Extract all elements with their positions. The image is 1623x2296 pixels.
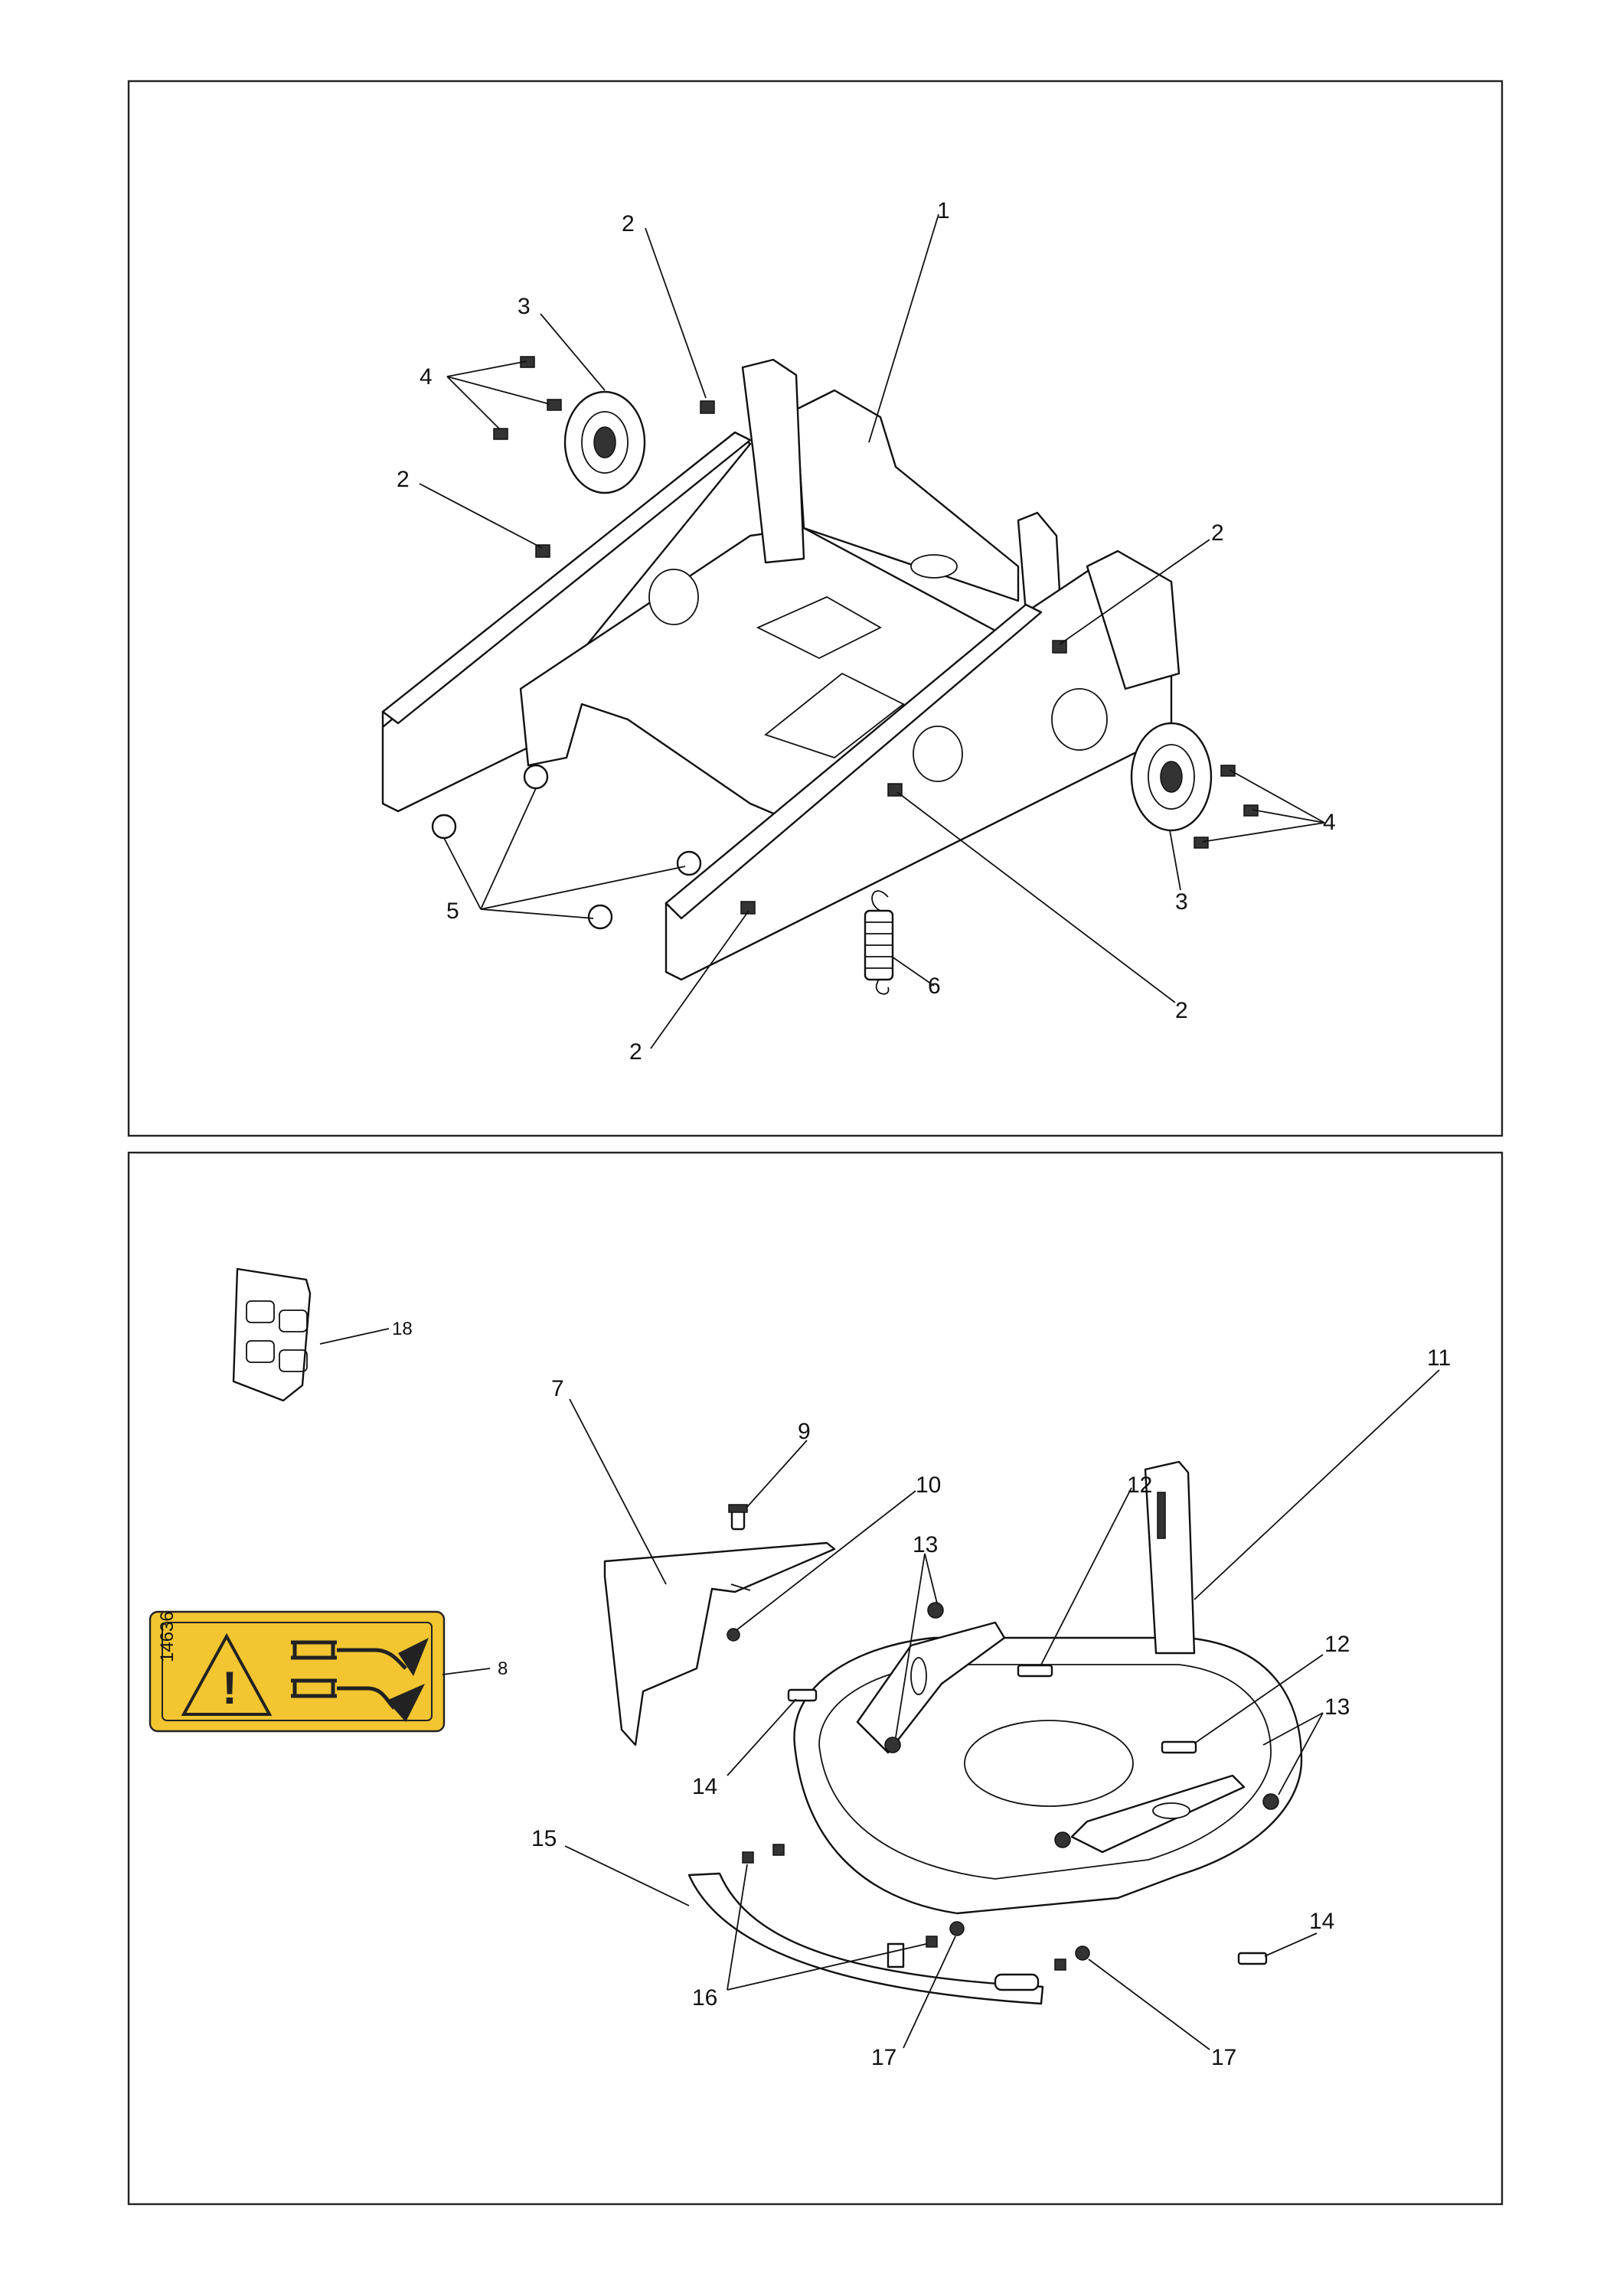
label-13-right: 13 — [1324, 1694, 1350, 1720]
decal-code: 14636 — [157, 1611, 178, 1662]
decal-inner-border — [162, 1622, 433, 1721]
hand-blade-icon-2 — [291, 1678, 396, 1710]
left-bearing-hole — [648, 569, 699, 625]
chassis-frame — [381, 358, 1181, 981]
label-11: 11 — [1427, 1345, 1451, 1371]
label-6: 6 — [928, 974, 941, 999]
screws-16 — [742, 1844, 1066, 1971]
label-17-right: 17 — [1211, 2045, 1236, 2070]
left-rail-top-flange — [381, 431, 752, 725]
decal-sheet-18 — [232, 1267, 312, 1402]
nuts-13 — [884, 1602, 1279, 1848]
bolts-left — [493, 356, 562, 440]
bearing-left — [563, 390, 646, 494]
label-12-right: 12 — [1324, 1632, 1350, 1657]
blade-icon-1 — [398, 1638, 429, 1676]
label-13-top: 13 — [913, 1532, 938, 1557]
bolts-12 — [1017, 1664, 1197, 1754]
bottom-panel-frame — [127, 1151, 1504, 2206]
label-2-top: 2 — [622, 211, 635, 236]
label-2-left: 2 — [397, 467, 410, 492]
label-5: 5 — [446, 899, 459, 924]
right-bearing-hole — [1051, 688, 1108, 751]
exclamation-icon: ! — [222, 1662, 237, 1714]
warning-decal: ! 14636 — [149, 1610, 446, 1733]
bottom-leader-lines — [319, 1328, 1440, 2050]
label-14-left: 14 — [692, 1774, 717, 1799]
top-leader-lines — [419, 214, 1325, 1049]
left-bracket-slot — [910, 1657, 927, 1695]
label-3-right: 3 — [1175, 889, 1188, 915]
label-9: 9 — [798, 1419, 811, 1444]
nut-10 — [727, 1628, 740, 1642]
label-2-right: 2 — [1211, 520, 1224, 546]
label-2-bottom-right: 2 — [1175, 998, 1188, 1023]
back-wall — [795, 389, 1020, 602]
screw-9 — [728, 1504, 748, 1531]
top-panel-frame — [127, 80, 1504, 1137]
label-18: 18 — [392, 1319, 413, 1339]
label-8: 8 — [498, 1658, 508, 1679]
label-17-left: 17 — [871, 2045, 896, 2070]
right-rail-plate — [1086, 550, 1181, 690]
bolts-14 — [787, 1688, 1268, 1965]
label-1: 1 — [937, 198, 950, 223]
mower-deck — [793, 1460, 1303, 1915]
hex-nuts-5 — [431, 764, 702, 930]
label-10: 10 — [916, 1473, 941, 1498]
floor-cutout — [756, 595, 882, 660]
tension-spring — [864, 890, 894, 995]
label-2-bottom-left: 2 — [629, 1039, 642, 1065]
label-4-right: 4 — [1323, 810, 1336, 835]
deck-center-hole — [964, 1720, 1134, 1807]
left-post — [741, 358, 805, 564]
side-skirt — [687, 1872, 1044, 2005]
right-rail-hole — [913, 726, 963, 782]
right-bracket-slot — [1152, 1802, 1190, 1819]
blade-icon-2 — [387, 1684, 425, 1722]
right-post — [1017, 511, 1062, 614]
label-14-right: 14 — [1309, 1909, 1334, 1934]
floor-cutout-2 — [764, 672, 905, 759]
back-wall-slot — [910, 554, 958, 579]
label-12-top: 12 — [1127, 1473, 1152, 1498]
chute-bracket — [603, 1541, 836, 1746]
bolts-right — [1194, 765, 1259, 849]
label-3-left: 3 — [518, 294, 531, 319]
right-rail-top-flange — [665, 603, 1043, 920]
label-15: 15 — [531, 1826, 557, 1851]
nuts-17 — [949, 1921, 1090, 1961]
bearing-right — [1130, 722, 1213, 832]
label-4-left: 4 — [420, 364, 433, 390]
label-7: 7 — [551, 1376, 564, 1401]
label-16: 16 — [692, 1985, 717, 2011]
hand-blade-icon-1 — [291, 1640, 407, 1670]
warning-triangle-icon — [181, 1632, 273, 1716]
